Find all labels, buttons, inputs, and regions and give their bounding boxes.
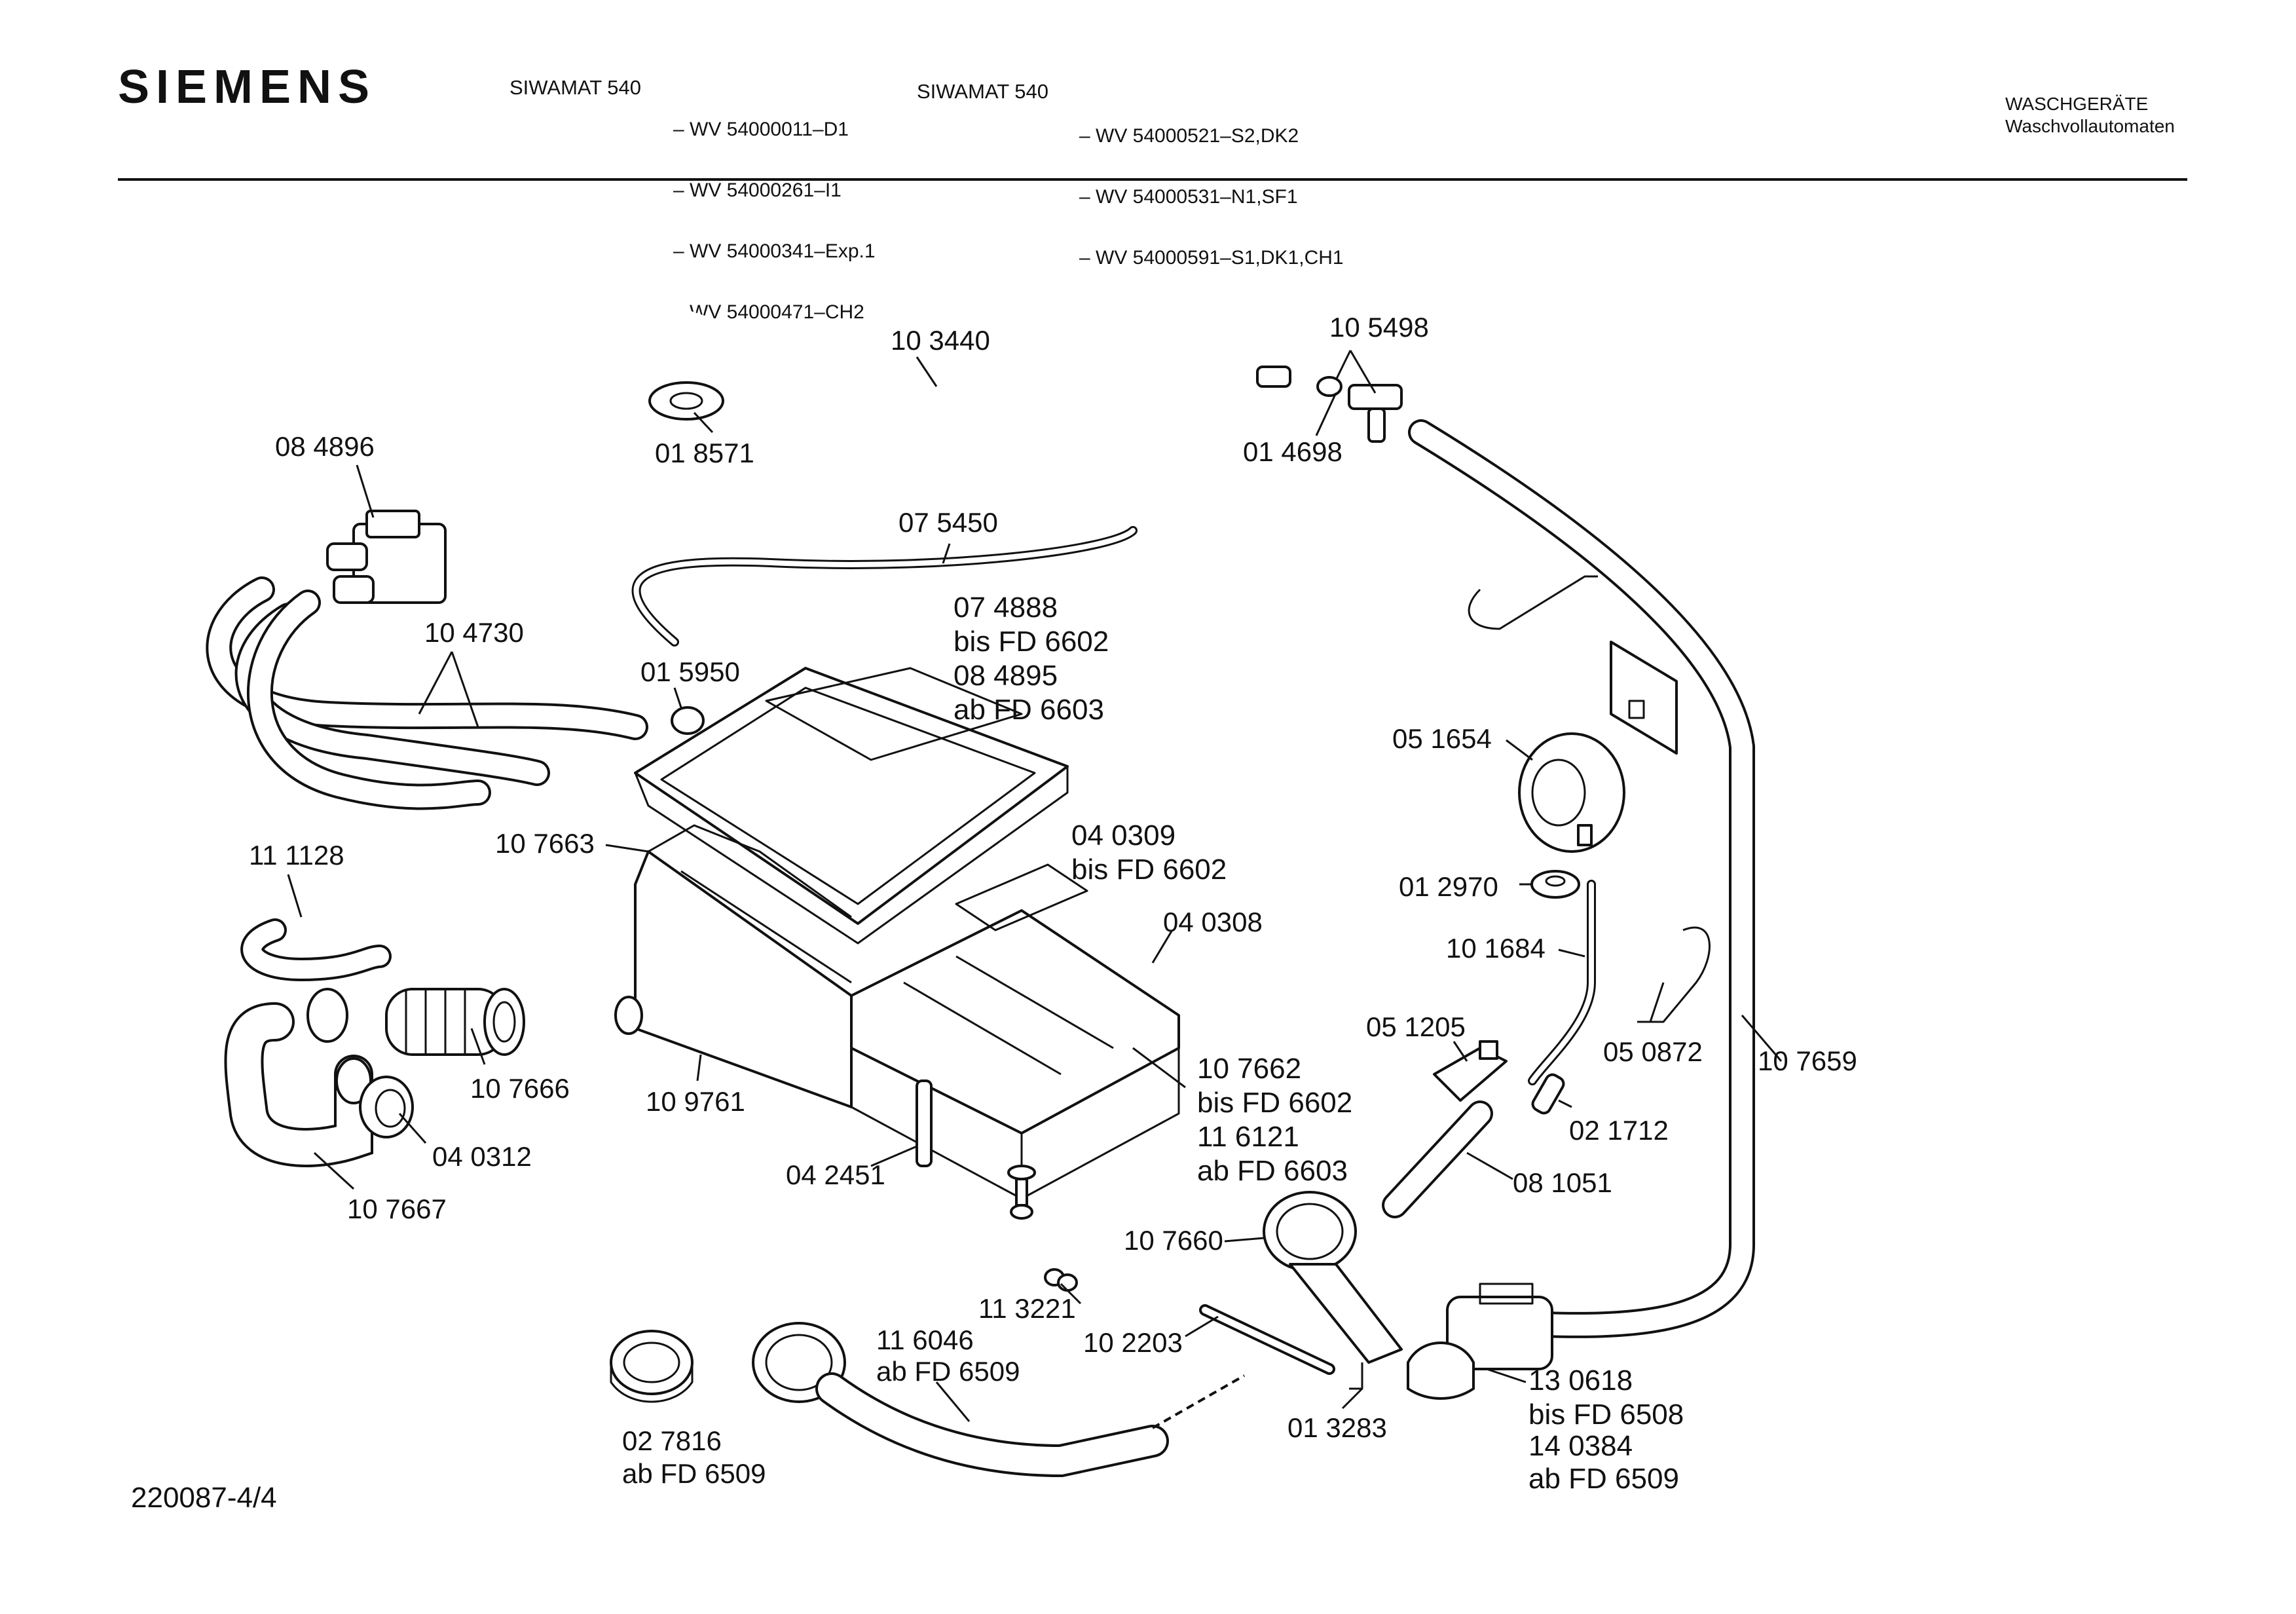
- variant-list-left: – WV 54000011–D1 – WV 54000261–I1 – WV 5…: [673, 79, 876, 363]
- part-label: 10 7660: [1124, 1225, 1223, 1256]
- part-label: bis FD 6602: [1197, 1087, 1352, 1119]
- part-label: 04 0312: [432, 1141, 532, 1172]
- part-label: 04 2451: [786, 1159, 885, 1190]
- connector-illustration: [1256, 366, 1403, 443]
- gasket-illustration: [610, 1330, 694, 1403]
- bellows-illustration: [385, 988, 525, 1056]
- part-label: 10 5498: [1329, 312, 1429, 343]
- model-left: SIWAMAT 540: [509, 76, 641, 99]
- part-label: 01 5950: [640, 656, 740, 687]
- drain-pump-illustration: [1407, 1283, 1553, 1400]
- model-right: SIWAMAT 540: [917, 80, 1048, 103]
- part-label: 10 3440: [891, 325, 990, 356]
- siphon-illustration: [916, 1079, 933, 1167]
- grommet-illustration: [1530, 870, 1580, 899]
- part-label: 08 1051: [1513, 1167, 1612, 1198]
- part-label: 05 1654: [1392, 723, 1492, 754]
- screw-illustration: [1007, 1165, 1036, 1220]
- category-title: WASCHGERÄTE: [2005, 94, 2149, 114]
- part-label: 10 7659: [1758, 1045, 1857, 1076]
- variant-item: – WV 54000011–D1: [673, 119, 849, 140]
- sump-hose-illustration: [224, 988, 373, 1167]
- inlet-hoses-illustration: [206, 576, 648, 810]
- part-label: 10 7662: [1197, 1053, 1301, 1085]
- part-label: 01 8571: [655, 438, 754, 468]
- part-label: 10 4730: [424, 617, 524, 648]
- bracket-illustration: [1610, 641, 1678, 755]
- clamp-illustration: [1468, 575, 1598, 630]
- part-label: 10 7667: [347, 1193, 447, 1224]
- drawer-housing-illustration: [614, 824, 853, 1108]
- part-labels: 10 3440 10 5498 01 8571 01 4698 08 4896 …: [249, 312, 1857, 1495]
- variant-item: – WV 54000261–I1: [673, 179, 842, 201]
- seal-ring-illustration: [671, 706, 705, 735]
- part-label: 05 0872: [1603, 1036, 1703, 1067]
- hose-illustration: [576, 303, 1255, 451]
- brand-logo: SIEMENS: [118, 61, 377, 113]
- part-label: ab FD 6509: [876, 1356, 1020, 1387]
- part-label: 10 1684: [1446, 933, 1546, 964]
- part-label: 01 2970: [1399, 871, 1498, 902]
- part-label: ab FD 6509: [1528, 1463, 1679, 1495]
- part-label: 14 0384: [1528, 1430, 1633, 1462]
- funnel-illustration: [1263, 1191, 1403, 1364]
- sump-illustration: [752, 1322, 1245, 1478]
- part-label: 04 0308: [1163, 907, 1263, 937]
- variant-item: – WV 54000521–S2,DK2: [1079, 125, 1299, 147]
- variant-list-right: – WV 54000521–S2,DK2 – WV 54000531–N1,SF…: [1079, 85, 1344, 309]
- part-label: 07 5450: [898, 507, 998, 538]
- part-label: 11 6046: [876, 1324, 974, 1355]
- part-label: 11 6121: [1197, 1121, 1299, 1153]
- part-label: 08 4895: [954, 660, 1058, 692]
- part-label: bis FD 6602: [954, 626, 1109, 658]
- part-label: 10 7663: [495, 828, 595, 859]
- part-label: 05 1205: [1366, 1011, 1466, 1042]
- detergent-drawer-illustration: [850, 863, 1180, 1200]
- category-subtitle: Waschvollautomaten: [2005, 116, 2175, 136]
- document-number: 220087-4/4: [131, 1482, 277, 1514]
- part-label: ab FD 6603: [954, 694, 1104, 726]
- part-label: 02 1712: [1569, 1115, 1669, 1146]
- part-label: 07 4888: [954, 591, 1058, 624]
- drawer-lid-illustration: [634, 667, 1069, 945]
- leader-lines: [287, 350, 1783, 1422]
- part-label: 13 0618: [1528, 1364, 1633, 1397]
- part-label: 10 7666: [470, 1073, 570, 1104]
- bolt-illustration: [1044, 1268, 1078, 1292]
- sleeve-illustration: [1531, 1073, 1565, 1115]
- pressure-hose-illustration: [1528, 880, 1596, 1085]
- part-label: 01 4698: [1243, 436, 1342, 467]
- part-label: 01 3283: [1287, 1412, 1387, 1443]
- vent-tube-illustration: [1382, 1100, 1493, 1218]
- valve-illustration: [326, 510, 447, 604]
- clip-illustration: [1637, 926, 1711, 1023]
- small-hose-illustration: [240, 918, 392, 982]
- part-label: 10 9761: [646, 1086, 745, 1117]
- variant-item: – WV 54000591–S1,DK1,CH1: [1079, 247, 1344, 269]
- variant-item: – WV 54000531–N1,SF1: [1079, 186, 1298, 208]
- part-label: 04 0309: [1071, 819, 1176, 852]
- elbow-illustration: [1349, 1362, 1363, 1390]
- part-label: ab FD 6603: [1197, 1155, 1348, 1187]
- header-rule: [118, 178, 2187, 181]
- part-label: 10 2203: [1083, 1327, 1183, 1358]
- pressure-switch-illustration: [1518, 732, 1625, 853]
- holder-illustration: [1433, 1040, 1508, 1102]
- part-label: 08 4896: [275, 431, 375, 462]
- part-label: 02 7816: [622, 1425, 722, 1456]
- ring-illustration: [359, 1076, 414, 1138]
- part-label: 11 1128: [249, 840, 344, 871]
- part-label: bis FD 6602: [1071, 854, 1227, 886]
- variant-item: – WV 54000341–Exp.1: [673, 240, 876, 262]
- part-label: ab FD 6509: [622, 1458, 766, 1489]
- part-label: bis FD 6508: [1528, 1398, 1684, 1431]
- part-label: 11 3221: [978, 1293, 1076, 1324]
